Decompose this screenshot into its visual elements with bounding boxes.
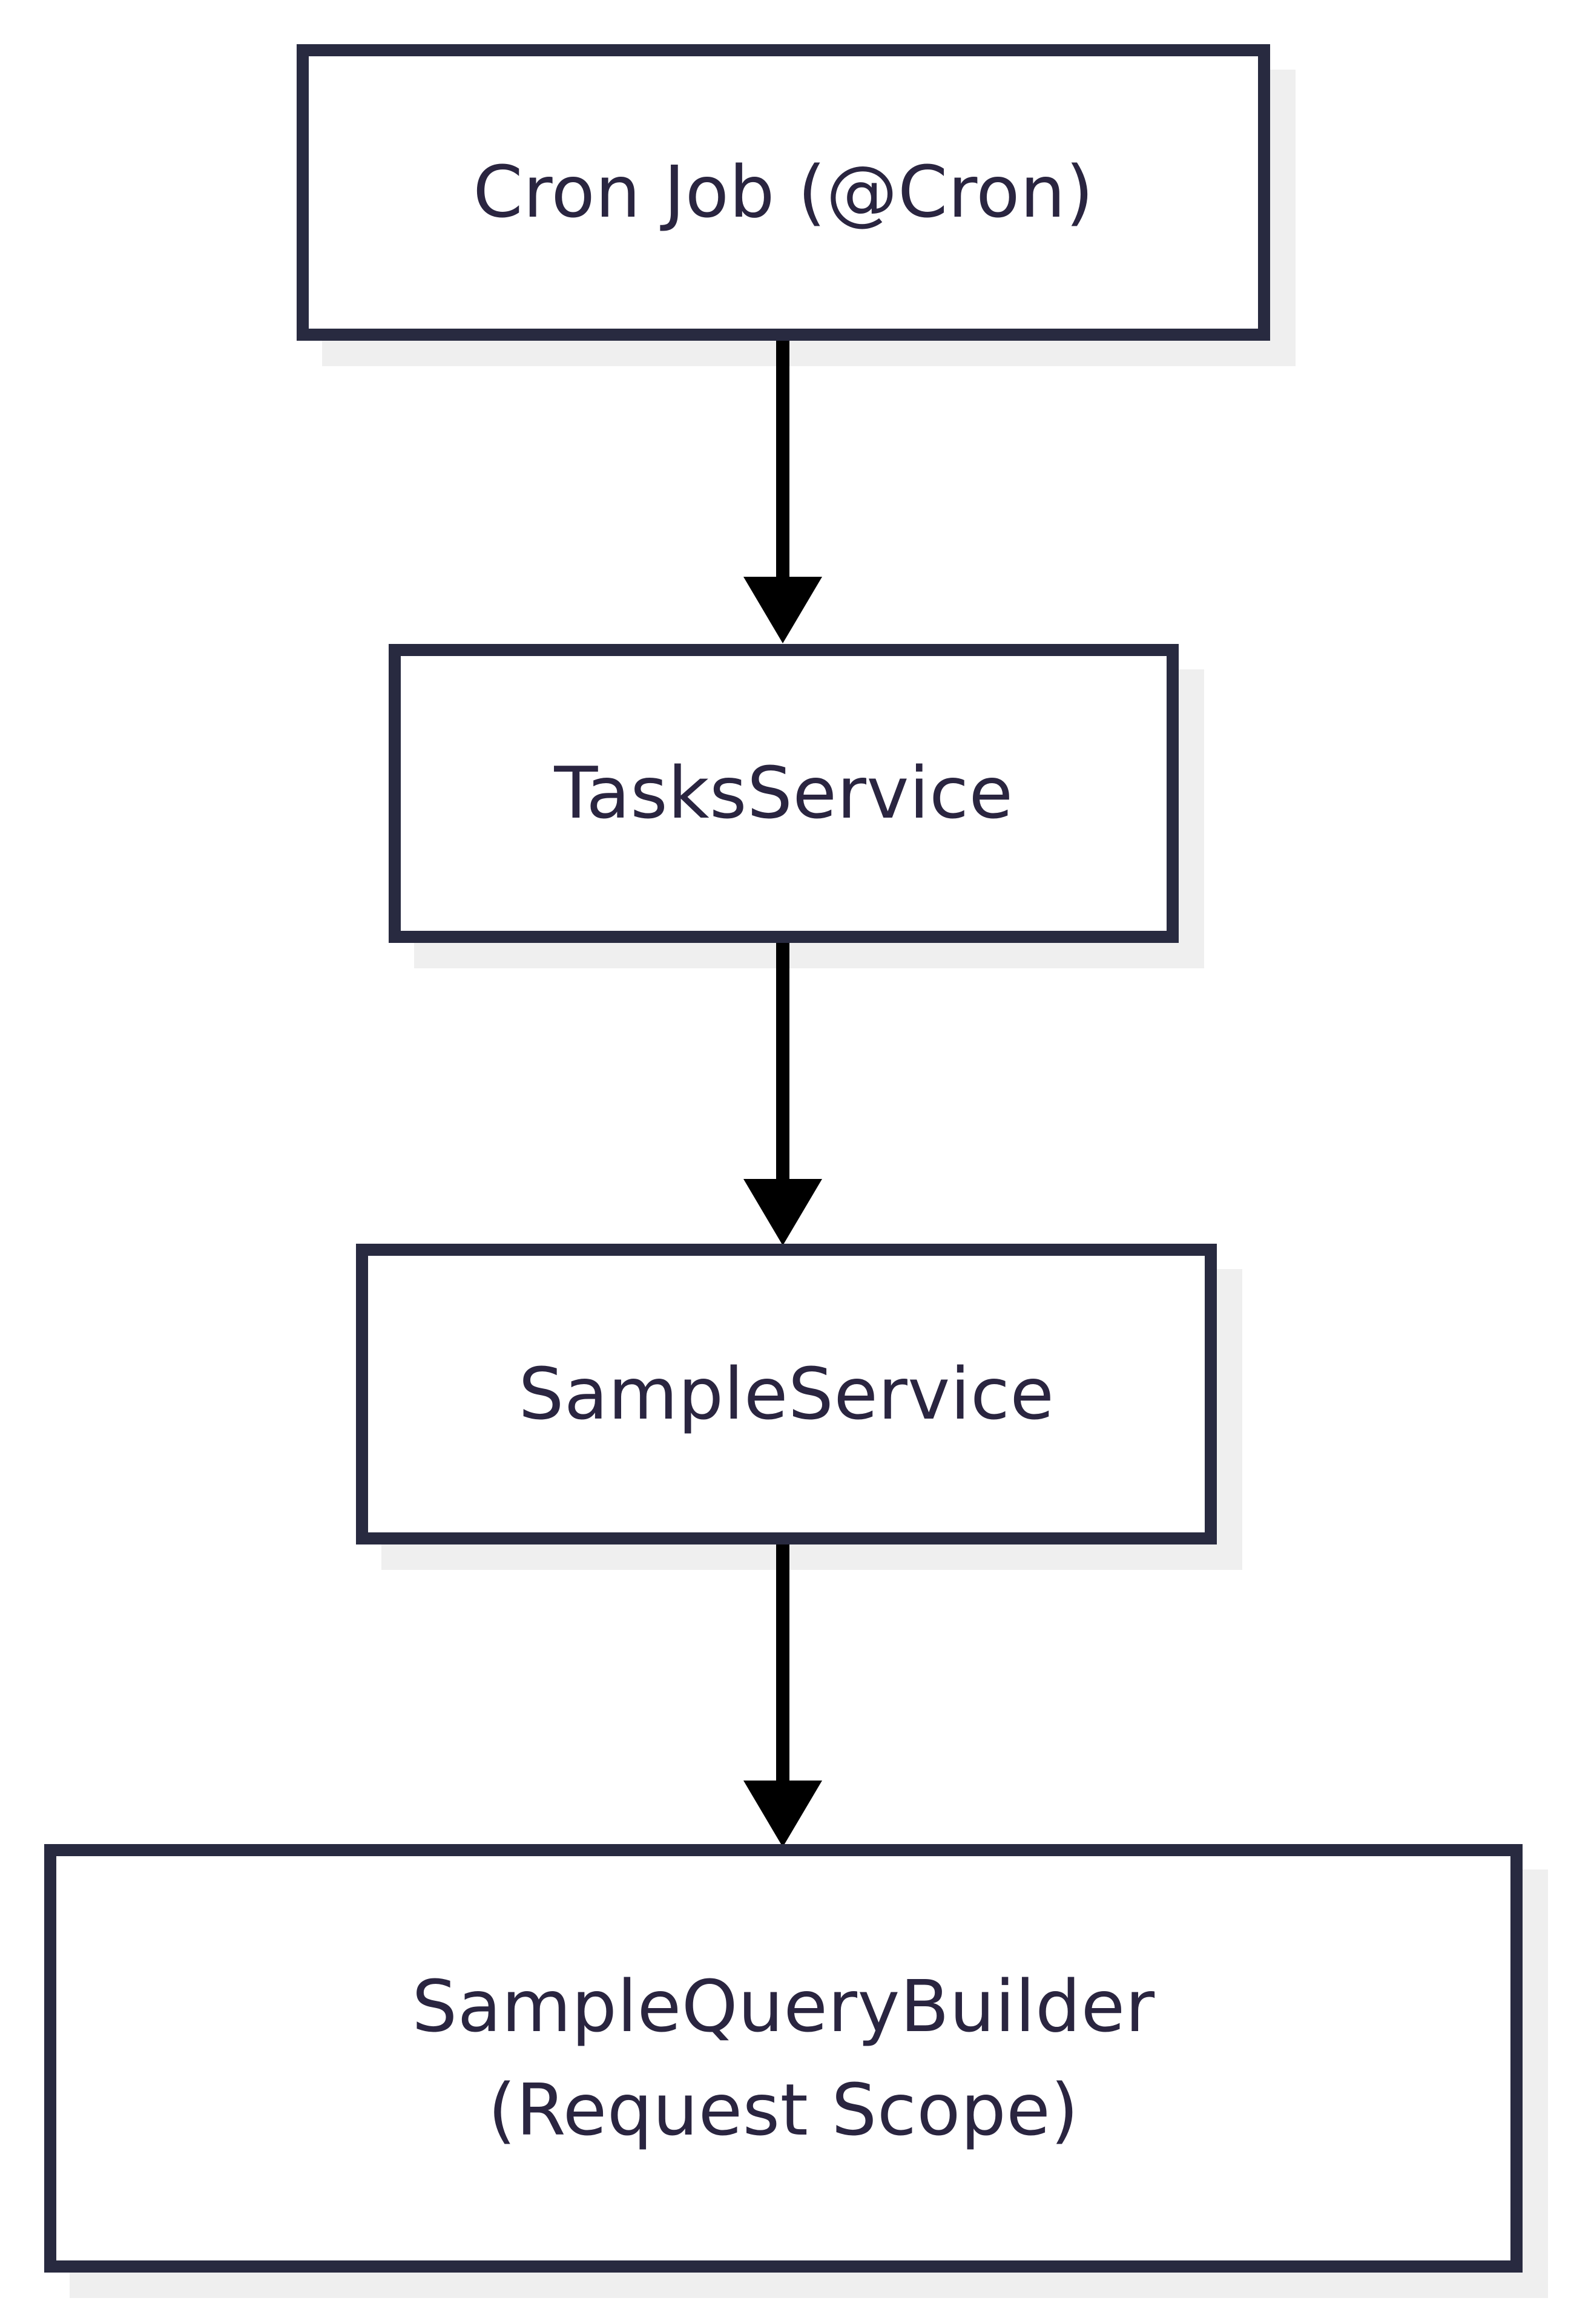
edge-sample-service-to-sample-query-builder (743, 1540, 822, 1854)
edge-cron-job-to-tasks-service (743, 336, 822, 651)
node-label-tasks-service: TasksService (554, 751, 1013, 835)
node-label-cron-job: Cron Job (@Cron) (473, 150, 1094, 234)
node-tasks-service[interactable]: TasksService (389, 644, 1179, 943)
edge-tasks-service-to-sample-service (743, 938, 822, 1253)
node-label-sample-query-builder: SampleQueryBuilder (Request Scope) (412, 1964, 1155, 2152)
node-cron-job[interactable]: Cron Job (@Cron) (297, 44, 1270, 341)
node-sample-query-builder[interactable]: SampleQueryBuilder (Request Scope) (44, 1844, 1523, 2273)
node-sample-service[interactable]: SampleService (356, 1244, 1217, 1544)
node-label-sample-service: SampleService (518, 1351, 1055, 1436)
